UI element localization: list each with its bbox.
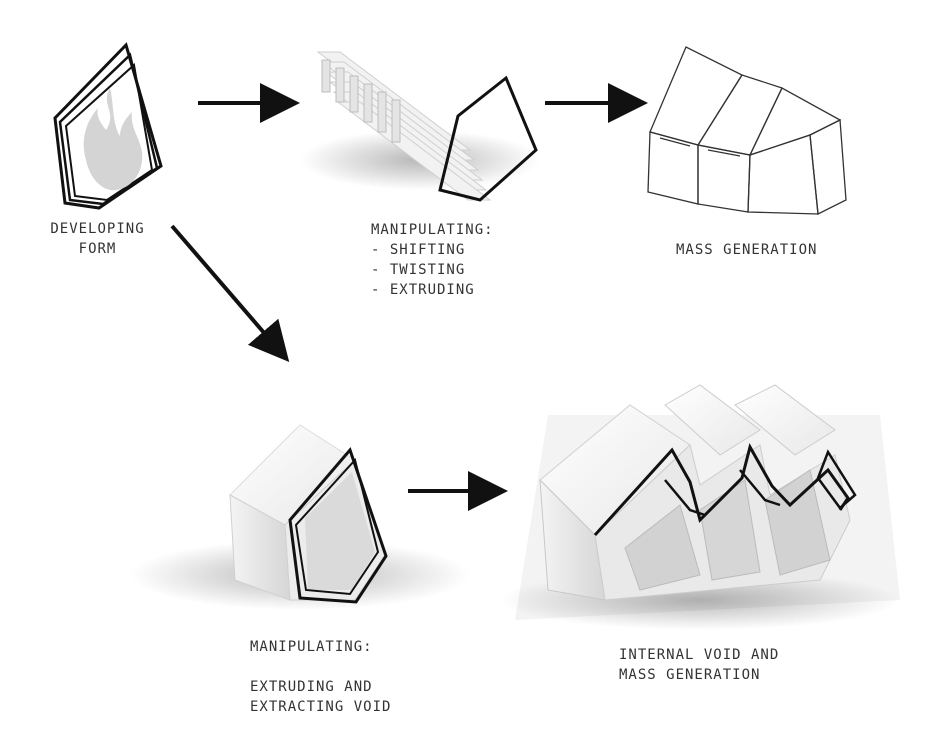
label-internal-void-line1: INTERNAL VOID AND	[619, 647, 780, 663]
void-extrusion-figure	[130, 424, 470, 610]
label-developing-form-line2: FORM	[78, 241, 117, 257]
process-arrows	[170, 83, 648, 511]
label-manipulating-2-line2: EXTRACTING VOID	[250, 699, 392, 715]
label-manipulating-2-title: MANIPULATING:	[250, 639, 373, 655]
label-mass-generation-text: MASS GENERATION	[676, 242, 818, 258]
flame-icon	[83, 88, 143, 191]
label-manipulating-1: MANIPULATING: - SHIFTING - TWISTING - EX…	[371, 220, 494, 300]
label-manipulating-1-item-2: - TWISTING	[371, 262, 466, 278]
label-manipulating-2-spacer	[250, 657, 391, 677]
label-manipulating-2: MANIPULATING: EXTRUDING AND EXTRACTING V…	[250, 637, 391, 717]
label-manipulating-2-line1: EXTRUDING AND	[250, 679, 373, 695]
label-manipulating-1-item-1: - SHIFTING	[371, 242, 466, 258]
label-internal-void: INTERNAL VOID AND MASS GENERATION	[619, 645, 779, 685]
manipulating-extrusion-figure	[300, 51, 540, 202]
label-manipulating-1-title: MANIPULATING:	[371, 222, 494, 238]
label-manipulating-1-item-3: - EXTRUDING	[371, 282, 475, 298]
mass-generation-figure	[647, 46, 847, 216]
label-developing-form: DEVELOPING FORM	[40, 219, 155, 259]
label-developing-form-line1: DEVELOPING	[50, 221, 145, 237]
developing-form-figure	[53, 42, 163, 210]
internal-void-figure	[500, 384, 900, 630]
label-mass-generation: MASS GENERATION	[676, 240, 817, 260]
arrow-form-to-void	[170, 224, 290, 363]
label-internal-void-line2: MASS GENERATION	[619, 667, 761, 683]
